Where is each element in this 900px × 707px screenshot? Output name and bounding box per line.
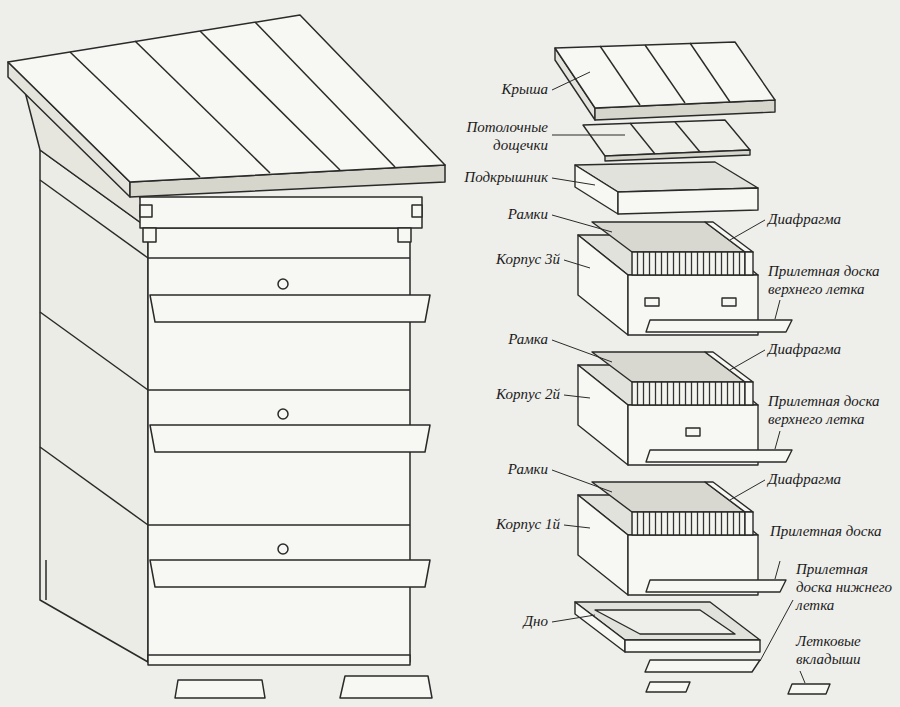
part-label: Прилетная доска верхнего летка	[768, 262, 890, 298]
part-label: Корпус 1й	[460, 515, 560, 533]
part-label: Летковые вкладыши	[796, 632, 896, 668]
part-label: Прилетная доска нижнего летка	[796, 560, 896, 614]
part-label: Прилетная доска верхнего летка	[768, 392, 890, 428]
part-label: Потолочные дощечки	[453, 118, 548, 154]
part-label: Крыша	[438, 80, 548, 98]
part-label: Корпус 2й	[460, 385, 560, 403]
part-label: Дно	[458, 612, 548, 630]
part-label: Рамки	[458, 460, 548, 478]
part-label: Подкрышник	[438, 168, 548, 186]
assembled-hive	[8, 15, 445, 698]
part-label: Диафрагма	[768, 340, 888, 358]
leader-lines	[552, 72, 805, 683]
part-label: Диафрагма	[768, 210, 888, 228]
part-label: Прилетная доска	[770, 522, 890, 540]
part-label: Корпус 3й	[460, 250, 560, 268]
part-label: Рамка	[458, 330, 548, 348]
exploded-hive	[555, 42, 830, 694]
part-label: Диафрагма	[768, 470, 888, 488]
part-label: Рамки	[458, 205, 548, 223]
